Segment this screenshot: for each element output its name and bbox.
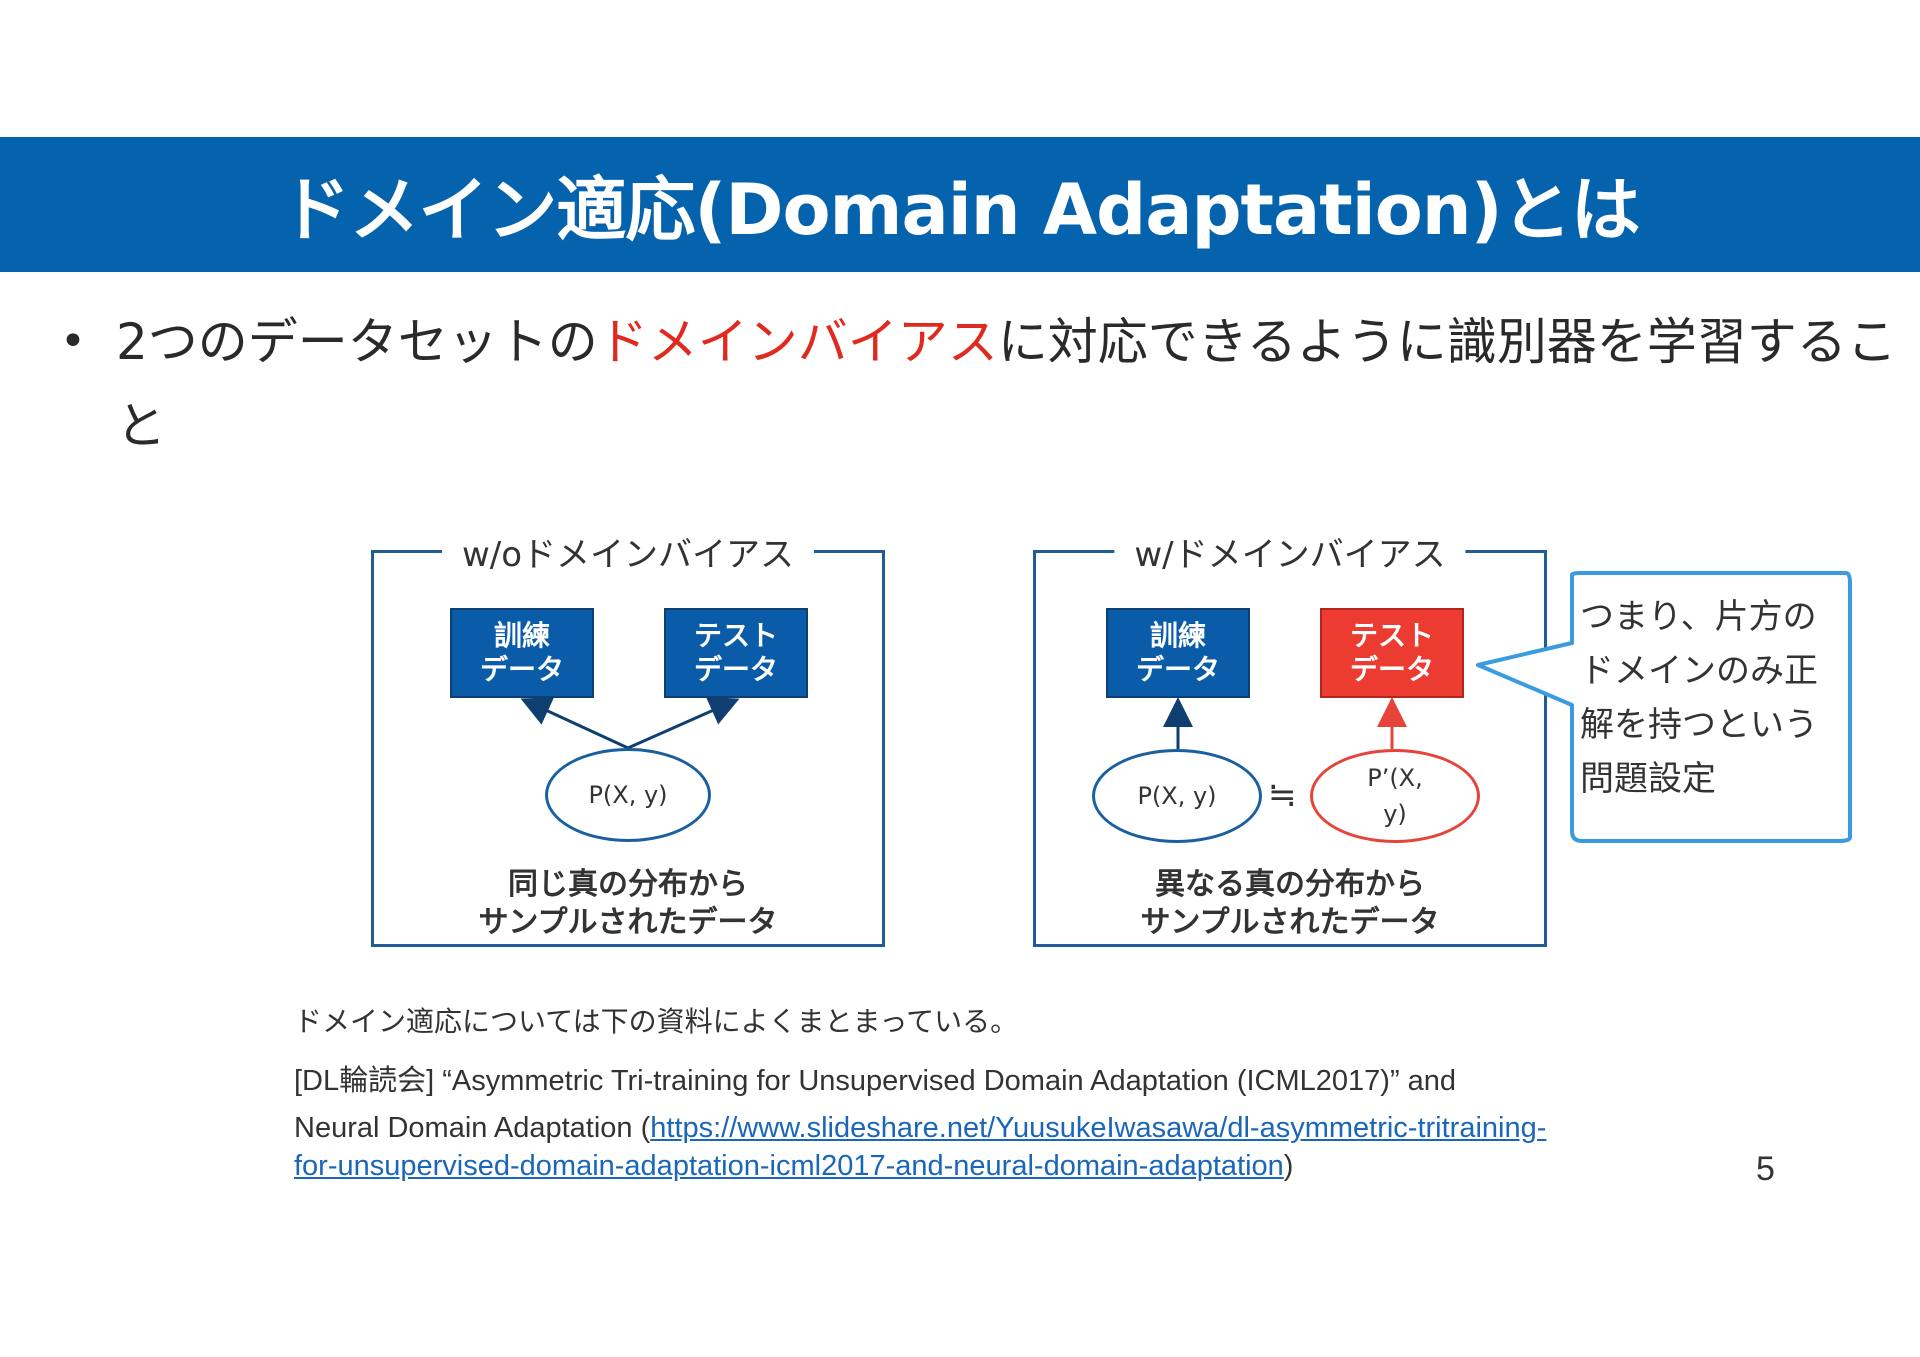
reference-line-1: [DL輪読会] “Asymmetric Tri-training for Uns… (294, 1065, 1457, 1097)
caption-line: 同じ真の分布から (508, 867, 748, 902)
reference-link[interactable]: https://www.slideshare.net/YuusukeIwasaw… (650, 1112, 1547, 1144)
arrow-to-train (520, 697, 629, 750)
arrows (1163, 697, 1407, 749)
distribution-ellipse: P(X, y) (545, 748, 711, 842)
panel-title: w/oドメインバイアス (441, 527, 815, 576)
distribution-ellipse-p-prime: P’(X, y) (1310, 749, 1480, 843)
panel-title: w/ドメインバイアス (1114, 527, 1466, 576)
box-line: データ (1349, 653, 1434, 686)
title-banner: ドメイン適応(Domain Adaptation)とは (0, 137, 1920, 272)
distribution-ellipse-p: P(X, y) (1092, 749, 1262, 843)
train-data-box: 訓練 データ (1106, 608, 1250, 698)
test-data-box: テスト データ (664, 608, 808, 698)
callout-bubble (1476, 571, 1852, 843)
panel-caption: 同じ真の分布から サンプルされたデータ (374, 866, 882, 942)
box-line: 訓練 (493, 619, 550, 652)
ellipse-line: P’(X, (1367, 764, 1423, 792)
box-line: 訓練 (1149, 619, 1206, 652)
callout-text: つまり、片方のドメインのみ正解を持つという問題設定 (1580, 597, 1818, 799)
reference-line-2: Neural Domain Adaptation (https://www.sl… (294, 1112, 1546, 1145)
box-line: データ (1135, 653, 1220, 686)
train-data-box: 訓練 データ (450, 608, 594, 698)
bullet-text: 2つのデータセットのドメインバイアスに対応できるように識別器を学習すること (116, 300, 1920, 468)
box-line: データ (693, 653, 778, 686)
ellipse-line: y) (1383, 800, 1407, 828)
caption-line: 異なる真の分布から (1155, 867, 1425, 902)
box-line: テスト (693, 619, 778, 652)
bullet-prefix: 2つのデータセットの (116, 313, 598, 371)
bullet-suffix: に対応できるように識別器を学習すること (116, 313, 1897, 455)
reference-prefix: Neural Domain Adaptation ( (294, 1112, 651, 1144)
reference-line-3: for-unsupervised-domain-adaptation-icml2… (294, 1150, 1293, 1183)
slide-title: ドメイン適応(Domain Adaptation)とは (280, 169, 1640, 251)
arrow-to-test (627, 697, 740, 750)
reference-link-continued[interactable]: for-unsupervised-domain-adaptation-icml2… (294, 1150, 1284, 1182)
page-number: 5 (1756, 1150, 1775, 1188)
approx-equal-symbol: ≒ (1268, 775, 1297, 815)
reference-suffix: ) (1283, 1150, 1294, 1182)
caption-line: サンプルされたデータ (478, 905, 778, 940)
bullet-highlight: ドメインバイアス (597, 313, 998, 371)
bullet-marker: • (60, 316, 86, 367)
panel-caption: 異なる真の分布から サンプルされたデータ (1036, 866, 1544, 942)
panel-with-bias: w/ドメインバイアス 訓練 データ テスト データ P(X, y) ≒ P’(X… (1033, 527, 1547, 947)
box-line: テスト (1349, 619, 1434, 652)
arrows (520, 697, 740, 750)
panel-without-bias: w/oドメインバイアス 訓練 データ テスト データ P(X, y) 同じ真の分… (371, 527, 885, 947)
caption-line: サンプルされたデータ (1140, 905, 1440, 940)
reference-intro: ドメイン適応については下の資料によくまとまっている。 (294, 1005, 1019, 1038)
box-line: データ (479, 653, 564, 686)
